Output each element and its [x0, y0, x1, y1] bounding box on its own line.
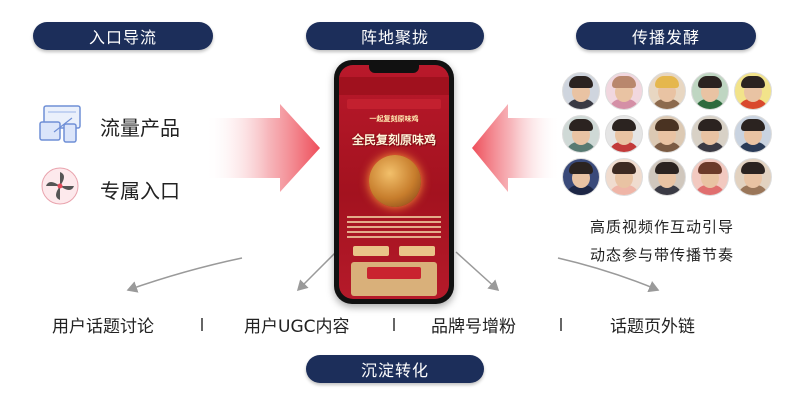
- arrow-left-to-phone: [205, 104, 320, 192]
- separator: [560, 318, 562, 331]
- grey-arrow-3: [455, 251, 500, 292]
- devices-icon: [38, 104, 86, 144]
- avatar: [734, 115, 772, 153]
- avatar: [691, 158, 729, 196]
- arrow-right-to-phone: [472, 104, 560, 192]
- outcome-label: 话题页外链: [610, 317, 695, 337]
- entry-item-label: 流量产品: [100, 116, 180, 140]
- badge-spread: 传播发酵: [576, 22, 756, 50]
- avatar: [691, 115, 729, 153]
- spread-note-1: 高质视频作互动引导: [590, 218, 735, 236]
- phone-headline: 全民复刻原味鸡: [351, 133, 436, 147]
- badge-entry: 入口导流: [33, 22, 213, 50]
- avatar: [691, 72, 729, 110]
- outcome-label: 用户话题讨论: [52, 317, 154, 337]
- outcome-label: 用户UGC内容: [244, 317, 350, 337]
- avatar: [648, 115, 686, 153]
- phone-subhead: 一起复刻原味鸡: [369, 115, 419, 123]
- avatar: [605, 115, 643, 153]
- phone-text-block: [347, 216, 441, 242]
- phone-activity-plate: [351, 262, 437, 296]
- separator: [201, 318, 203, 331]
- phone-notch: [369, 65, 419, 73]
- chicken-image: [369, 155, 421, 207]
- badge-position: 阵地聚拢: [306, 22, 484, 50]
- avatar: [562, 72, 600, 110]
- spread-note-2: 动态参与带传播节奏: [590, 246, 735, 264]
- grey-arrow-1: [126, 257, 243, 293]
- phone-button-left: [353, 246, 389, 256]
- avatar: [605, 72, 643, 110]
- avatar: [648, 158, 686, 196]
- avatar: [562, 158, 600, 196]
- phone-button-right: [399, 246, 435, 256]
- avatar: [648, 72, 686, 110]
- badge-convert: 沉淀转化: [306, 355, 484, 383]
- avatar: [605, 158, 643, 196]
- separator: [393, 318, 395, 331]
- avatar: [734, 158, 772, 196]
- avatar: [734, 72, 772, 110]
- avatar: [562, 115, 600, 153]
- grey-arrow-2: [296, 251, 337, 292]
- pinwheel-icon: [40, 166, 80, 206]
- grey-arrow-4: [557, 257, 660, 293]
- entry-item-label: 专属入口: [100, 179, 180, 203]
- phone-screen: 一起复刻原味鸡 全民复刻原味鸡: [339, 65, 449, 299]
- phone-mockup: 一起复刻原味鸡 全民复刻原味鸡: [334, 60, 454, 304]
- outcome-label: 品牌号增粉: [431, 317, 516, 337]
